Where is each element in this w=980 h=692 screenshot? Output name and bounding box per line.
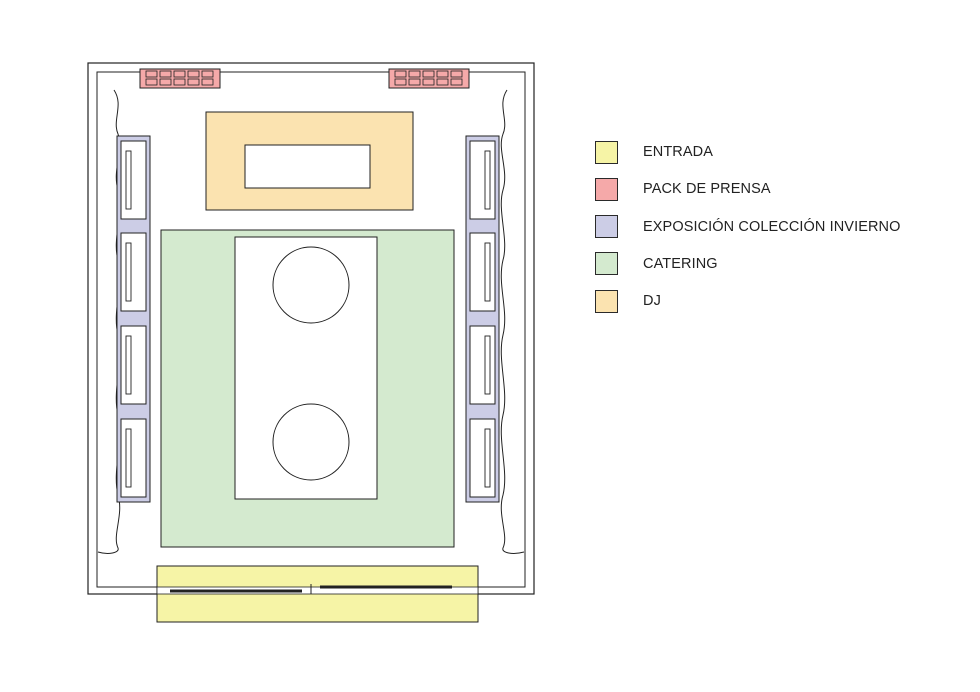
press-pack-slot <box>201 78 214 86</box>
legend-label-entrada: ENTRADA <box>643 144 713 160</box>
clothing-rack-left <box>120 418 147 498</box>
clothing-rack-right <box>469 140 496 220</box>
legend-item-exposicion: EXPOSICIÓN COLECCIÓN INVIERNO <box>595 215 965 239</box>
press-pack-slot <box>394 78 407 86</box>
entrance-threshold <box>156 586 479 595</box>
hanging-rail <box>484 428 491 488</box>
press-pack-slot <box>450 70 463 78</box>
press-pack-slot <box>159 78 172 86</box>
clothing-rack-left <box>120 232 147 312</box>
legend-item-dj: DJ <box>595 289 965 313</box>
right-curtain <box>500 89 525 554</box>
hanging-rail <box>125 150 132 210</box>
legend-label-dj: DJ <box>643 293 661 310</box>
press-pack-slot <box>436 78 449 86</box>
hanging-rail <box>484 242 491 302</box>
legend-label-exposicion: EXPOSICIÓN COLECCIÓN INVIERNO <box>643 218 901 235</box>
hanging-rail <box>484 150 491 210</box>
press-pack-slot <box>173 78 186 86</box>
press-pack-slot <box>173 70 186 78</box>
press-pack-slot <box>422 70 435 78</box>
clothing-rack-left <box>120 325 147 405</box>
clothing-rack-right <box>469 232 496 312</box>
legend-swatch-catering <box>595 252 618 276</box>
press-pack-slot <box>408 78 421 86</box>
hanging-rail <box>125 335 132 395</box>
exhibition-racks <box>120 140 496 498</box>
press-pack-slot <box>187 78 200 86</box>
hanging-rail <box>484 335 491 395</box>
press-pack-left <box>139 68 221 89</box>
hanging-rail <box>125 428 132 488</box>
legend-item-entrada: ENTRADA <box>595 140 965 164</box>
press-pack-slot <box>187 70 200 78</box>
hanging-rail <box>125 242 132 302</box>
legend-label-catering: CATERING <box>643 255 718 272</box>
legend-item-pack-de-prensa: PACK DE PRENSA <box>595 177 965 201</box>
round-table-bottom <box>272 403 350 481</box>
press-pack-slot <box>408 70 421 78</box>
legend-swatch-entrada <box>595 140 618 164</box>
legend-swatch-dj <box>595 289 618 313</box>
press-pack-right <box>388 68 470 89</box>
legend-label-pack-de-prensa: PACK DE PRENSA <box>643 181 771 198</box>
legend-swatch-exposicion <box>595 215 618 239</box>
clothing-rack-right <box>469 325 496 405</box>
press-pack-slot <box>422 78 435 86</box>
clothing-rack-left <box>120 140 147 220</box>
press-pack-slot <box>394 70 407 78</box>
press-pack-slot <box>145 78 158 86</box>
dj-booth <box>244 144 371 189</box>
legend: ENTRADA PACK DE PRENSA EXPOSICIÓN COLECC… <box>595 140 965 326</box>
press-pack-slot <box>436 70 449 78</box>
press-pack-slot <box>450 78 463 86</box>
clothing-rack-right <box>469 418 496 498</box>
legend-swatch-pack-de-prensa <box>595 177 618 201</box>
press-pack-slot <box>201 70 214 78</box>
press-pack-slot <box>159 70 172 78</box>
legend-item-catering: CATERING <box>595 252 965 276</box>
press-pack-slot <box>145 70 158 78</box>
round-table-top <box>272 246 350 324</box>
